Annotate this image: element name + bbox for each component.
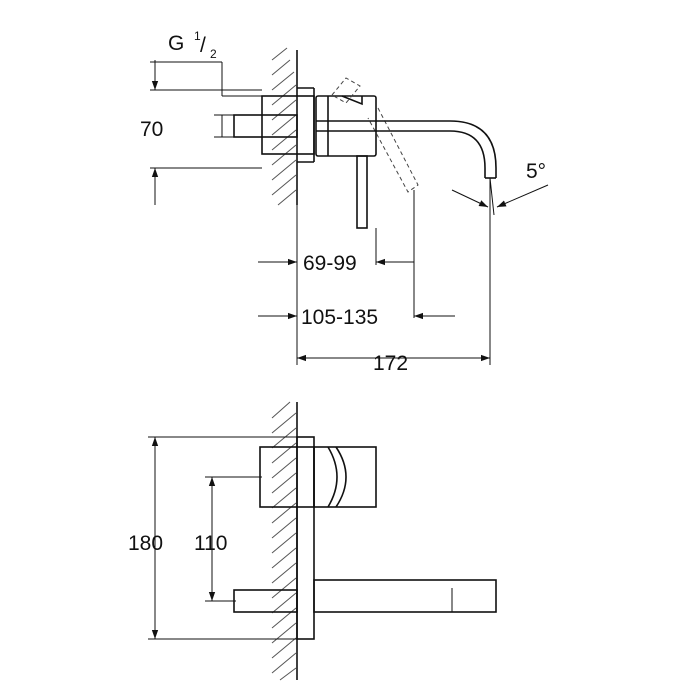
- wall-plate: [296, 436, 315, 640]
- dim-69-99: 69-99: [258, 252, 414, 275]
- dim-172-label: 172: [373, 352, 408, 375]
- wall-top: [271, 47, 298, 206]
- wall-bottom: [271, 401, 298, 681]
- thread-g-label: G: [168, 32, 184, 55]
- valve-block: [259, 446, 377, 508]
- side-view: G 1 / 2 70: [140, 29, 549, 375]
- dim-180-label: 180: [128, 532, 163, 555]
- dim-69-99-label: 69-99: [303, 252, 357, 275]
- dim-110-label: 110: [194, 532, 227, 555]
- dim-110: 110: [194, 476, 262, 602]
- thread-dimension: G 1 / 2: [150, 29, 262, 97]
- front-view: 180 110: [128, 401, 497, 681]
- dim-105-135-label: 105-135: [301, 306, 378, 329]
- dim-105-135: 105-135: [258, 306, 455, 329]
- dim-70: 70: [140, 60, 262, 205]
- rosette-block: [233, 87, 315, 163]
- angle-5: 5°: [451, 160, 549, 216]
- handle-alt-position: [331, 77, 419, 193]
- thread-numerator: 1: [194, 29, 201, 43]
- spout: [316, 120, 497, 179]
- thread-denominator: 2: [210, 47, 217, 61]
- valve-body: [315, 95, 377, 229]
- front-spout: [233, 579, 497, 613]
- angle-5-label: 5°: [526, 160, 546, 183]
- dim-70-label: 70: [140, 118, 163, 141]
- dim-172: 172: [297, 352, 490, 375]
- thread-slash: /: [200, 34, 206, 57]
- dim-180: 180: [128, 436, 297, 640]
